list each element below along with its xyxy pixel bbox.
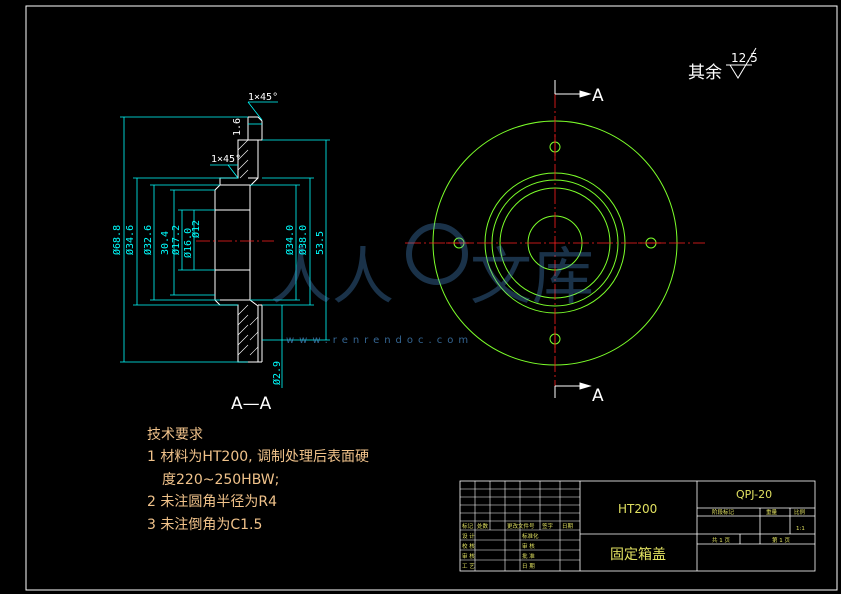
sheet-no: 第 1 页 <box>772 536 790 544</box>
col-zone: 更改文件号 <box>507 522 535 530</box>
col-sign: 签字 <box>542 522 554 530</box>
tech-note-2: 2 未注圆角半径为R4 <box>147 494 277 510</box>
stage-mark: 阶段标记 <box>712 508 735 516</box>
dim-d12: Ø12 <box>190 220 202 238</box>
audit-label: 审 核 <box>522 542 535 550</box>
section-view <box>120 101 330 388</box>
dimension-lines <box>120 101 330 388</box>
ratio-label: 比例 <box>794 508 806 516</box>
watermark: 人人 文库 <box>270 223 594 313</box>
dim-d53-5: 53.5 <box>315 231 326 255</box>
dim-d38: Ø38.0 <box>297 225 309 255</box>
col-date: 日期 <box>562 523 574 530</box>
date-label: 日 期 <box>522 563 535 570</box>
dim-d30-4: 30.4 <box>160 231 171 255</box>
section-hatch <box>237 139 259 356</box>
col-count: 处数 <box>477 522 489 530</box>
title-part-name: 固定箱盖 <box>610 547 666 563</box>
tech-notes-title: 技术要求 <box>147 427 203 443</box>
title-block <box>459 480 816 572</box>
dim-d16: Ø16.0 <box>182 228 194 258</box>
section-arrows <box>554 80 592 398</box>
svg-text:文库: 文库 <box>470 240 594 313</box>
tech-note-1b: 度220~250HBW; <box>162 472 280 488</box>
drawing-frame <box>25 5 838 591</box>
dim-d32-6: Ø32.6 <box>142 225 154 255</box>
tech-note-3: 3 未注倒角为C1.5 <box>147 517 263 533</box>
title-material: HT200 <box>618 502 657 516</box>
tech-note-1: 1 材料为HT200, 调制处理后表面硬 <box>147 449 370 465</box>
surface-mark-value: 12.5 <box>731 51 758 65</box>
section-mark-bottom: A <box>592 386 604 406</box>
dim-d68: Ø68.8 <box>111 225 123 255</box>
section-view-label: A—A <box>231 394 272 414</box>
dim-d2-9: Ø2.9 <box>271 361 283 385</box>
dim-thickness: 1.6 <box>232 118 243 136</box>
watermark-url: www.renrendoc.com <box>286 335 473 346</box>
approve-label: 批 准 <box>522 552 535 560</box>
dim-chamfer-top: 1×45° <box>248 92 278 103</box>
scale-value: 1:1 <box>796 526 805 532</box>
dim-d34-6: Ø34.6 <box>124 225 136 255</box>
dim-d34: Ø34.0 <box>284 225 296 255</box>
row-design: 设 计 <box>462 532 475 540</box>
section-profile <box>214 116 263 363</box>
col-mark: 标记 <box>462 522 474 530</box>
center-lines <box>405 92 705 392</box>
sheets-total: 共 1 页 <box>712 536 730 544</box>
weight-label: 重量 <box>766 508 778 516</box>
row-check: 校 核 <box>462 542 475 550</box>
svg-text:人人: 人人 <box>270 240 394 313</box>
dim-chamfer-inner: 1×45° <box>211 154 241 165</box>
surface-mark-prefix: 其余 <box>688 63 722 83</box>
std-label: 标准化 <box>522 532 539 540</box>
row-process: 工 艺 <box>462 563 475 570</box>
roughness-symbol <box>726 47 757 79</box>
front-view <box>405 80 705 398</box>
row-review: 审 核 <box>462 552 475 560</box>
dim-d17-2: Ø17.2 <box>170 225 182 255</box>
title-drawing-no: QPJ-20 <box>736 488 772 501</box>
section-mark-top: A <box>592 86 604 106</box>
